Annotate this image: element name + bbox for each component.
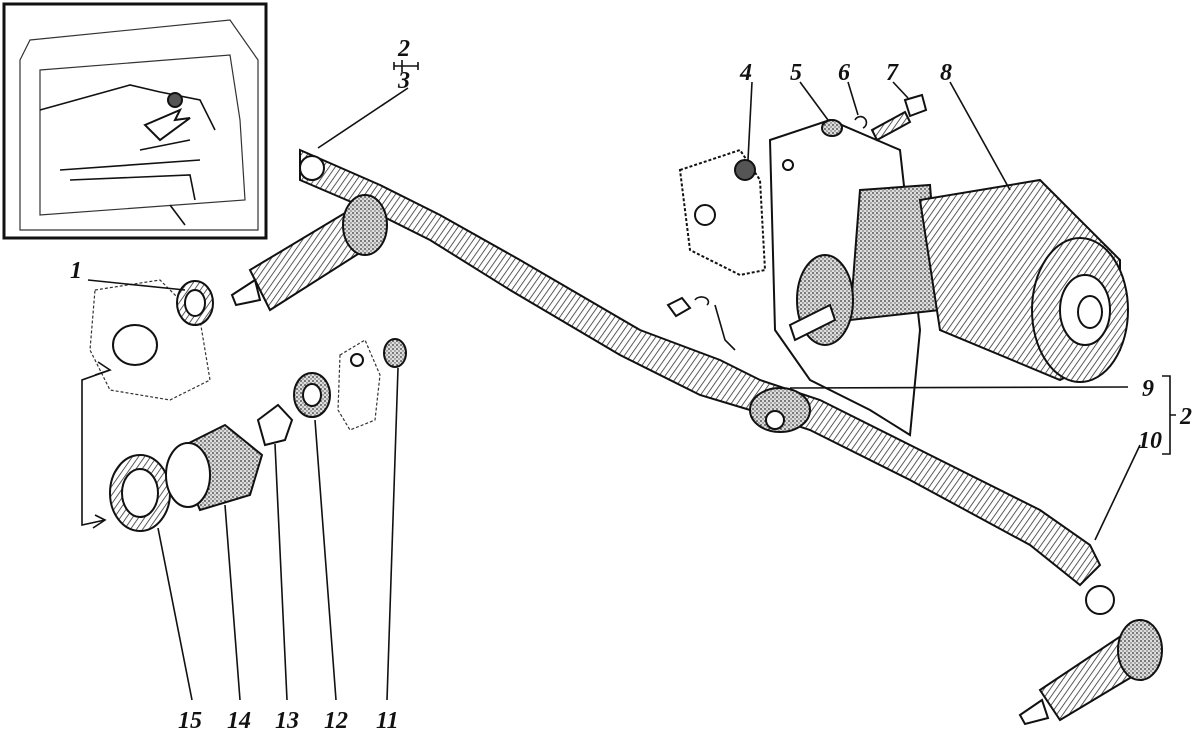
electric-motor [788,178,1129,383]
left-mount-parts [81,279,407,532]
label-3: 3 [397,68,410,94]
label-2-group: 2 [1179,404,1192,430]
left-wiper-shaft [230,194,388,312]
right-wiper-shaft [1018,619,1163,726]
label-11: 11 [376,708,399,734]
part-labels: 1 2 3 4 5 6 7 8 9 10 2 11 12 13 14 15 [70,36,1192,734]
nut-13 [256,403,294,447]
link-rod [299,148,1115,615]
label-13: 13 [275,708,299,734]
leader-lines [87,60,1176,701]
label-9: 9 [1142,376,1154,402]
label-12: 12 [324,708,348,734]
label-8: 8 [940,60,952,86]
gasket-4 [734,159,756,181]
label-6: 6 [838,60,850,86]
label-15: 15 [178,708,202,734]
label-1: 1 [70,258,82,284]
label-2-top: 2 [397,36,410,62]
inset-vehicle-view [2,2,268,240]
label-4: 4 [739,60,752,86]
label-7: 7 [886,60,899,86]
fasteners [666,93,928,351]
nut-11 [383,338,407,368]
label-14: 14 [227,708,251,734]
label-5: 5 [790,60,802,86]
label-10: 10 [1138,428,1162,454]
